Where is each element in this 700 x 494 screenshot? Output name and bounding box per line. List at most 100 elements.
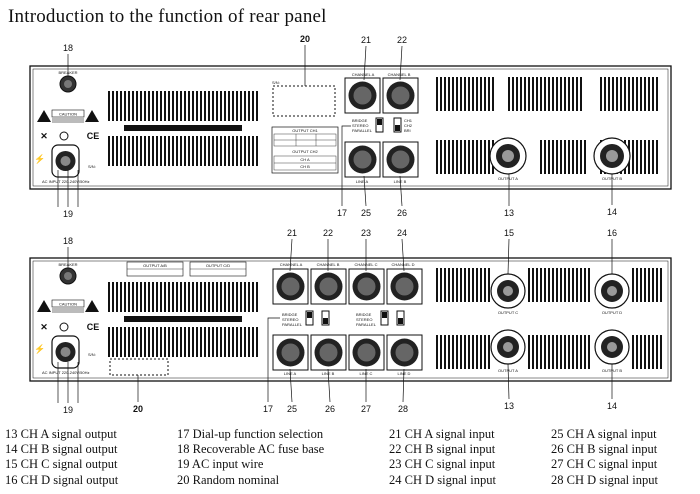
svg-text:BRIDGE: BRIDGE: [282, 312, 298, 317]
vent-grille: [107, 282, 260, 312]
callout-17: 17: [337, 208, 347, 218]
callout-18: 18: [63, 236, 73, 246]
caution-label: CAUTION: [59, 112, 77, 117]
callout-13: 13: [504, 208, 514, 218]
ccc-icon: [59, 131, 69, 141]
svg-text:OUTPUT CH1: OUTPUT CH1: [292, 128, 318, 133]
sn-label-2: S/N:: [88, 164, 96, 169]
warning-icon-2: [85, 300, 99, 312]
svg-text:STEREO: STEREO: [352, 123, 368, 128]
svg-text:OUTPUT C: OUTPUT C: [498, 310, 518, 315]
svg-text:OUTPUT C/D: OUTPUT C/D: [206, 263, 230, 268]
svg-text:OUTPUT D: OUTPUT D: [602, 310, 622, 315]
svg-text:BRIDGE: BRIDGE: [356, 312, 372, 317]
legend-item-16: 16 CH D signal output: [5, 472, 119, 487]
svg-text:CH A: CH A: [300, 157, 310, 162]
warning-icon: [37, 110, 51, 122]
callout-26: 26: [325, 404, 335, 414]
vent-grille: [598, 77, 660, 111]
callout-25: 25: [361, 208, 371, 218]
svg-text:CH B: CH B: [300, 164, 310, 169]
ce-icon: CE: [87, 131, 100, 141]
vent-grille: [526, 268, 592, 302]
channel-b-label: CHANNEL B: [388, 72, 411, 77]
vent-grille: [434, 268, 490, 302]
callout-15: 15: [504, 228, 514, 238]
legend-column-4: 25 CH A signal input 26 CH B signal inpu…: [551, 427, 658, 488]
page-title: Introduction to the function of rear pan…: [8, 6, 327, 27]
vent-grille: [632, 268, 662, 302]
svg-text:STEREO: STEREO: [356, 317, 372, 322]
svg-text:PARALLEL: PARALLEL: [282, 322, 303, 327]
top-panel: BREAKER CAUTION ✕ CE ⚡ S/N: AC INPUT 220…: [29, 34, 672, 219]
legend-item-25: 25 CH A signal input: [551, 427, 657, 441]
legend-item-20: 20 Random nominal: [177, 472, 280, 487]
svg-text:BRIDGE: BRIDGE: [352, 118, 368, 123]
ac-input-label: AC INPUT 220-240V/50Hz: [42, 370, 90, 375]
callout-20: 20: [300, 34, 310, 44]
vent-grille: [508, 77, 584, 111]
weee-icon: ✕: [40, 322, 48, 332]
vent-grille: [107, 136, 260, 166]
vent-grille: [107, 91, 260, 121]
vent-grille: [107, 327, 260, 357]
svg-text:PARALLEL: PARALLEL: [352, 128, 373, 133]
callout-14: 14: [607, 207, 617, 217]
svg-text:OUTPUT A/B: OUTPUT A/B: [143, 263, 167, 268]
vent-grille: [434, 77, 494, 111]
vent-grille: [526, 335, 592, 369]
callout-23: 23: [361, 228, 371, 238]
callout-26: 26: [397, 208, 407, 218]
callout-17: 17: [263, 404, 273, 414]
svg-text:CHANNEL D: CHANNEL D: [392, 262, 415, 267]
svg-text:OUTPUT CH2: OUTPUT CH2: [292, 149, 318, 154]
callout-22: 22: [397, 35, 407, 45]
warning-icon-2: [85, 110, 99, 122]
svg-text:CHANNEL A: CHANNEL A: [280, 262, 303, 267]
bottom-panel: BREAKER CAUTION ✕ CE ⚡ S/N: AC INPUT 220…: [29, 228, 672, 415]
warning-icon: [37, 300, 51, 312]
callout-20: 20: [133, 404, 143, 414]
legend-item-24: 24 CH D signal input: [389, 472, 496, 487]
callout-19: 19: [63, 405, 73, 415]
legend-column-3: 21 CH A signal input 22 CH B signal inpu…: [389, 427, 496, 488]
legend-item-23: 23 CH C signal input: [389, 457, 496, 472]
channel-a-label: CHANNEL A: [352, 72, 375, 77]
legend-item-28: 28 CH D signal input: [551, 472, 658, 487]
vent-grille: [434, 140, 494, 174]
legend-column-1: 13 CH A signal output 14 CH B signal out…: [5, 427, 118, 488]
callout-21: 21: [361, 35, 371, 45]
weee-icon: ✕: [40, 131, 48, 141]
callout-19: 19: [63, 209, 73, 219]
svg-text:BRI: BRI: [404, 128, 411, 133]
lightning-icon: ⚡: [34, 343, 45, 355]
legend-item-13: 13 CH A signal output: [5, 427, 117, 441]
callout-25: 25: [287, 404, 297, 414]
vent-grille: [540, 140, 586, 174]
vent-grille: [632, 335, 662, 369]
legend-item-26: 26 CH B signal input: [551, 442, 658, 457]
legend-item-22: 22 CH B signal input: [389, 442, 496, 457]
ac-input-label: AC INPUT 220-240V/50Hz: [42, 179, 90, 184]
serial-number-box: [109, 358, 169, 376]
vent-grille: [434, 335, 490, 369]
svg-text:STEREO: STEREO: [282, 317, 298, 322]
legend-item-14: 14 CH B signal output: [5, 442, 118, 457]
ccc-icon: [59, 322, 69, 332]
callout-13: 13: [504, 401, 514, 411]
callout-22: 22: [323, 228, 333, 238]
legend-column-2: 17 Dial-up function selection 18 Recover…: [177, 427, 324, 488]
legend-item-17: 17 Dial-up function selection: [177, 427, 324, 441]
legend-item-19: 19 AC input wire: [177, 457, 264, 472]
callout-27: 27: [361, 404, 371, 414]
caution-label: CAUTION: [59, 302, 77, 307]
spec-table: OUTPUT CH1 OUTPUT CH2 CH A CH B: [271, 126, 339, 174]
svg-text:OUTPUT A: OUTPUT A: [498, 176, 518, 181]
ce-icon: CE: [87, 322, 100, 332]
legend-item-21: 21 CH A signal input: [389, 427, 495, 441]
callout-24: 24: [397, 228, 407, 238]
sn-label: S/N:: [88, 352, 96, 357]
callout-14: 14: [607, 401, 617, 411]
legend-item-15: 15 CH C signal output: [5, 457, 118, 472]
